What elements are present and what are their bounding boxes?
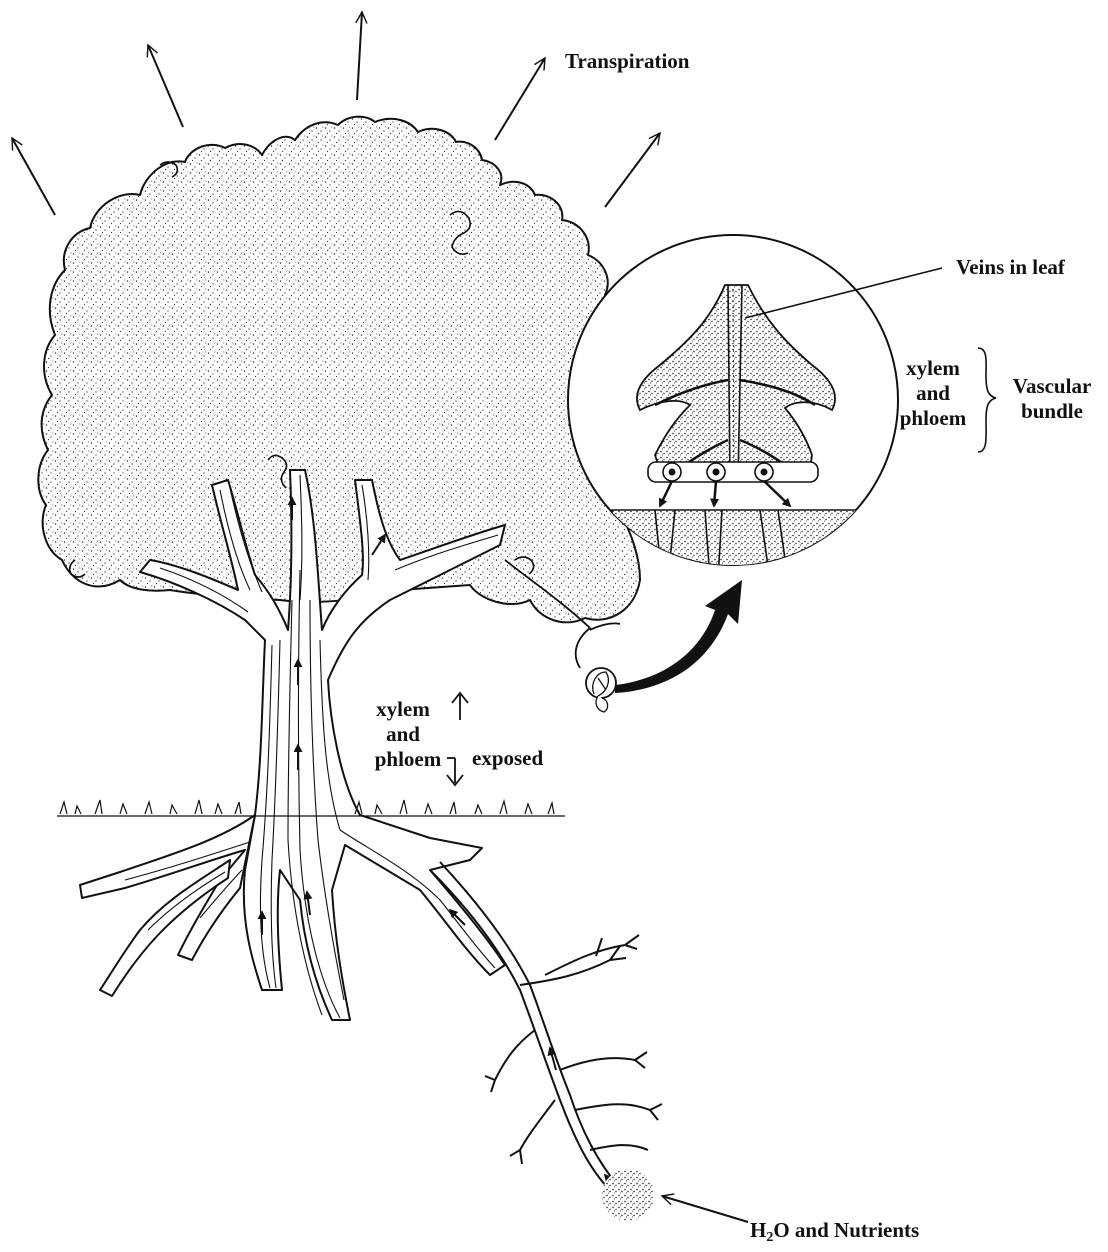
transpiration-arrow <box>12 138 55 215</box>
label-water-nutrients: H2O and Nutrients <box>750 1218 919 1246</box>
label-trunk-and: and <box>386 722 420 746</box>
label-vascular-bundle-2: bundle <box>1021 399 1083 423</box>
trunk-label-arrows <box>447 693 468 785</box>
transpiration-arrow <box>357 12 362 100</box>
transpiration-arrow <box>495 58 545 140</box>
transpiration-arrow <box>148 45 183 127</box>
label-trunk-xylem: xylem <box>376 697 430 721</box>
label-vascular-xylem: xylem <box>906 356 960 380</box>
label-vascular-bundle-1: Vascular <box>1013 374 1092 398</box>
label-veins-in-leaf: Veins in leaf <box>956 255 1066 279</box>
label-transpiration: Transpiration <box>565 49 690 73</box>
label-trunk-phloem: phloem <box>375 747 442 771</box>
small-leaf-icon <box>586 668 616 712</box>
label-trunk-exposed: exposed <box>472 746 543 770</box>
label-vascular-and: and <box>916 381 950 405</box>
label-water-suffix: O and Nutrients <box>773 1218 919 1242</box>
vascular-brace <box>978 348 996 452</box>
tree-canopy <box>38 117 640 623</box>
nutrient-arrow <box>662 1196 748 1222</box>
label-water-h: H <box>750 1218 766 1242</box>
transpiration-arrow <box>605 133 660 207</box>
nutrient-zone <box>602 1169 654 1221</box>
label-vascular-phloem: phloem <box>900 406 967 430</box>
